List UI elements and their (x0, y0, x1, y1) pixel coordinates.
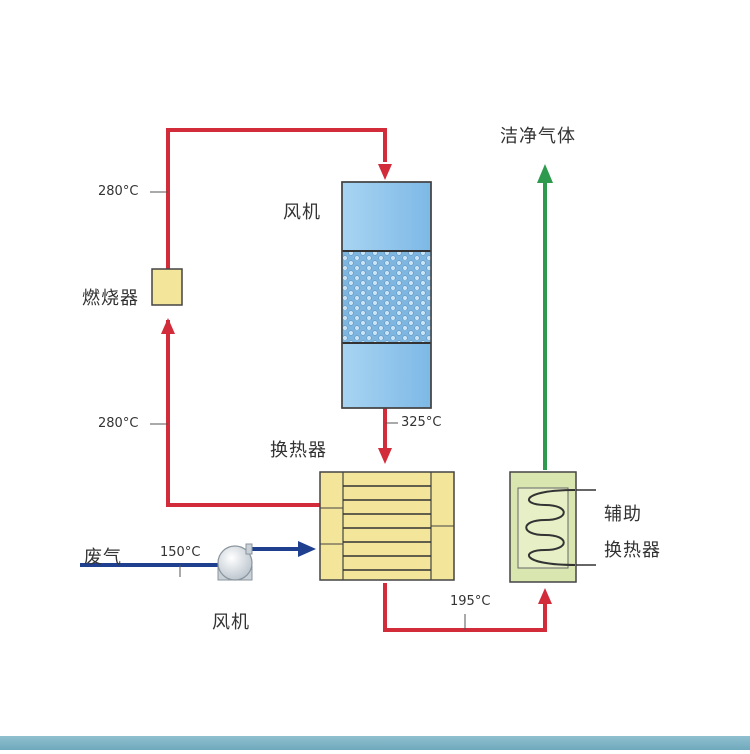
arrow-down-to-reactor (378, 164, 392, 180)
arrow-up-to-burner (161, 318, 175, 334)
hot-flow-burner-to-reactor (166, 128, 387, 287)
temp-burner-inlet: 280°C (98, 416, 139, 431)
heat-exchanger-label: 换热器 (270, 440, 327, 461)
temp-exchanger-outlet: 195°C (450, 594, 491, 609)
fan-bottom-label: 风机 (212, 612, 250, 633)
temp-burner-outlet: 280°C (98, 184, 139, 199)
temp-waste-inlet: 150°C (160, 545, 201, 560)
clean-gas-label: 洁净气体 (500, 126, 576, 147)
arrow-up-to-aux (538, 588, 552, 604)
waste-gas-label: 废气 (84, 547, 122, 568)
arrow-into-exchanger (298, 541, 316, 557)
arrow-up-clean-gas (537, 164, 553, 183)
reactor-tower (341, 181, 432, 409)
burner-box (151, 268, 183, 306)
fan-icon (217, 543, 253, 581)
aux-label-line1: 辅助 (604, 504, 642, 525)
hot-flow-loop (166, 320, 320, 507)
heat-exchanger (319, 471, 455, 581)
burner-label: 燃烧器 (82, 288, 139, 309)
aux-heat-exchanger (509, 471, 596, 583)
bottom-bar (0, 736, 750, 750)
temp-reactor-outlet: 325°C (401, 415, 442, 430)
arrow-down-to-exchanger (378, 448, 392, 464)
aux-label-line2: 换热器 (604, 540, 661, 561)
fan-top-label: 风机 (283, 202, 321, 223)
